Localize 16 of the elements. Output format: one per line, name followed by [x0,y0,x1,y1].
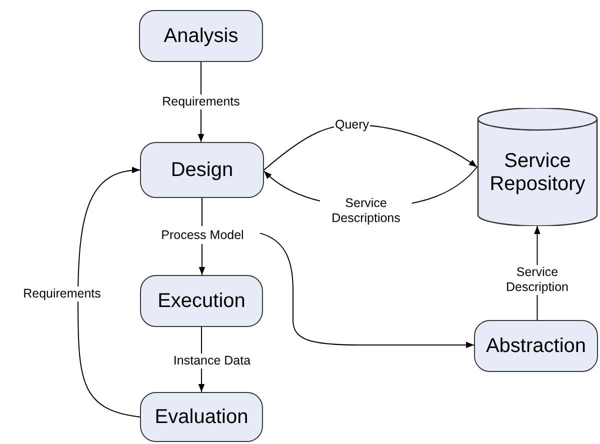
process-box: Design [140,142,264,198]
edge-label: Instance Data [172,354,252,368]
process-box: Analysis [139,10,263,62]
edge-label: Service Description [504,265,570,295]
process-box: Abstraction [474,320,598,372]
edge-label: Query [334,118,370,132]
node-label: Service Repository [488,150,586,196]
edge-label: Requirements [161,94,241,110]
process-box: Execution [140,275,263,327]
arrow [260,232,474,348]
edge-label: Service Descriptions [320,196,412,226]
edge-label: Requirements [22,286,102,302]
database-cylinder [477,108,598,226]
process-box: Evaluation [140,392,263,442]
arrow [78,167,140,418]
arrow [198,244,206,276]
